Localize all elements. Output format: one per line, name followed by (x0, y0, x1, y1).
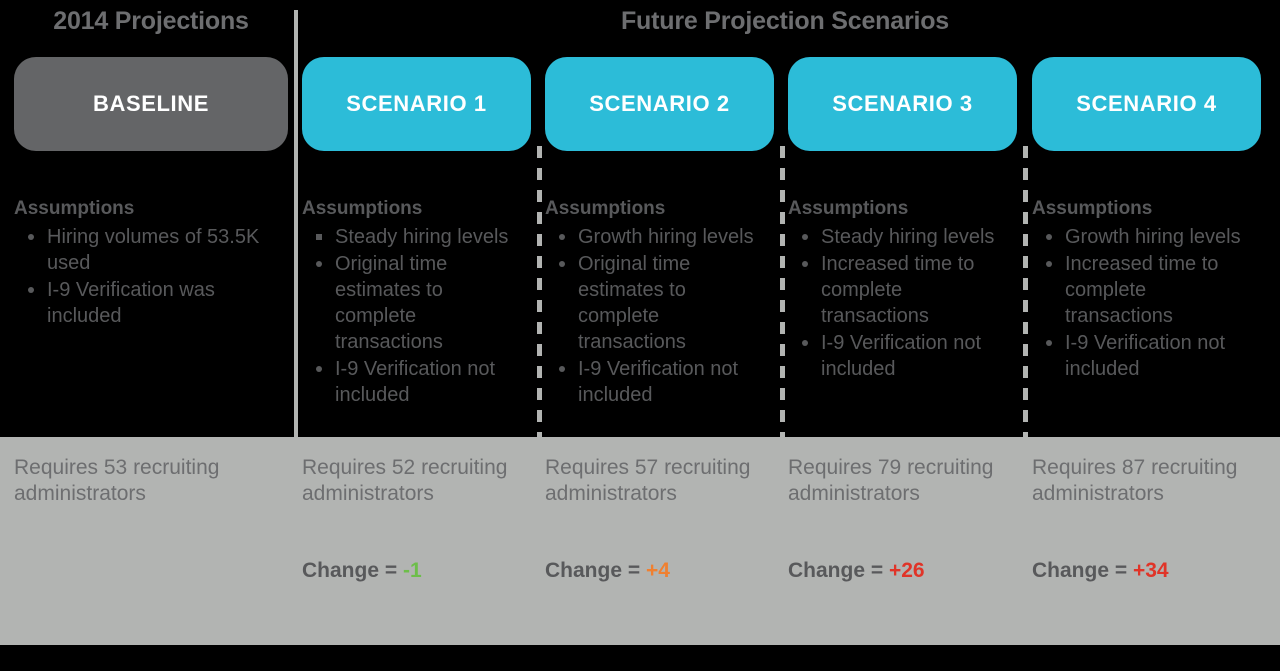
assumptions-heading: Assumptions (302, 198, 423, 219)
change-label: Change = (302, 559, 403, 582)
assumption-text: I-9 Verification not included (1065, 332, 1226, 380)
assumption-text: Growth hiring levels (578, 226, 754, 248)
change-row: Change = +4 (545, 559, 670, 583)
assumption-text: Original time estimates to complete tran… (578, 253, 691, 353)
assumptions-heading: Assumptions (1032, 198, 1153, 219)
assumption-text: Increased time to complete transactions (821, 253, 975, 327)
result-baseline: Requires 53 recruiting administrators (14, 455, 282, 507)
bullet-round-icon (1046, 261, 1052, 267)
result-requirement-text: Requires 87 recruiting administrators (1032, 456, 1238, 505)
assumption-item: Hiring volumes of 53.5K used (14, 224, 282, 276)
assumption-item: Steady hiring levels (788, 224, 1011, 250)
assumption-item: I-9 Verification not included (545, 356, 768, 408)
bullet-round-icon (559, 366, 565, 372)
pill-label: SCENARIO 2 (589, 91, 730, 116)
result-requirement-text: Requires 79 recruiting administrators (788, 456, 994, 505)
assumption-text: Original time estimates to complete tran… (335, 253, 448, 353)
assumption-item: Increased time to complete transactions (788, 251, 1011, 329)
assumption-text: I-9 Verification not included (578, 358, 739, 406)
pill-scenario-1[interactable]: SCENARIO 1 (302, 57, 531, 151)
assumption-item: Growth hiring levels (545, 224, 768, 250)
assumption-item: I-9 Verification was included (14, 277, 282, 329)
assumption-item: I-9 Verification not included (302, 356, 525, 408)
bullet-round-icon (1046, 340, 1052, 346)
bullet-round-icon (1046, 234, 1052, 240)
pill-scenario-4[interactable]: SCENARIO 4 (1032, 57, 1261, 151)
results-band: Requires 53 recruiting administrators Req… (0, 437, 1280, 645)
bullet-square-icon (316, 234, 322, 240)
scenario-divider-1 (537, 146, 542, 442)
change-value: +26 (888, 559, 925, 582)
assumption-text: Increased time to complete transactions (1065, 253, 1219, 327)
assumption-item: Original time estimates to complete tran… (302, 251, 525, 355)
pill-scenario-2[interactable]: SCENARIO 2 (545, 57, 774, 151)
change-label: Change = (545, 559, 646, 582)
bullet-round-icon (316, 261, 322, 267)
bullet-round-icon (559, 234, 565, 240)
assumption-text: Steady hiring levels (821, 226, 995, 248)
pill-label: SCENARIO 3 (832, 91, 973, 116)
assumption-item: I-9 Verification not included (788, 330, 1011, 382)
assumption-item: Growth hiring levels (1032, 224, 1255, 250)
change-value: +34 (1132, 559, 1169, 582)
assumption-item: Steady hiring levels (302, 224, 525, 250)
pill-label: SCENARIO 1 (346, 91, 487, 116)
bullet-round-icon (28, 234, 34, 240)
pill-baseline[interactable]: BASELINE (14, 57, 288, 151)
pill-label: SCENARIO 4 (1076, 91, 1217, 116)
change-row: Change = +34 (1032, 559, 1169, 583)
assumption-text: I-9 Verification not included (821, 332, 982, 380)
baseline-column-title: 2014 Projections (53, 7, 249, 35)
pill-scenario-3[interactable]: SCENARIO 3 (788, 57, 1017, 151)
assumptions-heading: Assumptions (788, 198, 909, 219)
change-value: +4 (645, 559, 670, 582)
change-label: Change = (1032, 559, 1133, 582)
assumption-text: Growth hiring levels (1065, 226, 1241, 248)
bullet-round-icon (316, 366, 322, 372)
baseline-scenarios-divider (294, 10, 298, 440)
result-requirement-text: Requires 53 recruiting administrators (14, 456, 220, 505)
change-label: Change = (788, 559, 889, 582)
scenario-divider-3 (1023, 146, 1028, 442)
assumptions-heading: Assumptions (545, 198, 666, 219)
assumption-item: Increased time to complete transactions (1032, 251, 1255, 329)
future-scenarios-title: Future Projection Scenarios (620, 7, 949, 35)
scenario-divider-2 (780, 146, 785, 442)
assumption-item: I-9 Verification not included (1032, 330, 1255, 382)
change-row: Change = -1 (302, 559, 422, 583)
pill-label: BASELINE (92, 91, 210, 116)
change-value: -1 (402, 559, 422, 582)
result-requirement-text: Requires 52 recruiting administrators (302, 456, 508, 505)
bullet-round-icon (802, 261, 808, 267)
bullet-round-icon (28, 287, 34, 293)
change-row: Change = +26 (788, 559, 925, 583)
bullet-round-icon (802, 340, 808, 346)
bullet-round-icon (559, 261, 565, 267)
bullet-round-icon (802, 234, 808, 240)
assumptions-heading: Assumptions (14, 198, 135, 219)
assumption-item: Original time estimates to complete tran… (545, 251, 768, 355)
assumption-text: Steady hiring levels (335, 226, 509, 248)
assumption-text: I-9 Verification was included (47, 279, 215, 327)
assumption-text: Hiring volumes of 53.5K used (47, 226, 260, 274)
assumption-text: I-9 Verification not included (335, 358, 496, 406)
result-requirement-text: Requires 57 recruiting administrators (545, 456, 751, 505)
